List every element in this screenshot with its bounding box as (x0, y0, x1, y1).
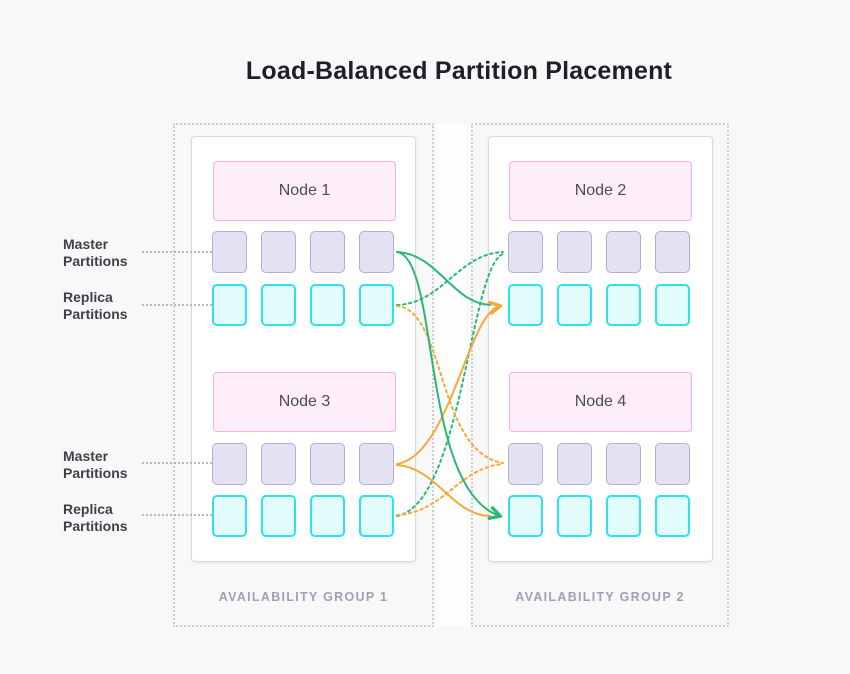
replica-partition-box (606, 495, 641, 537)
node2-header: Node 2 (509, 161, 692, 221)
node1-master-row (212, 231, 394, 273)
replica-partition-box (261, 495, 296, 537)
master-partition-box (655, 231, 690, 273)
label-node3-replica-partitions: Replica Partitions (63, 501, 128, 534)
replica-partition-box (359, 284, 394, 326)
master-partition-box (655, 443, 690, 485)
replica-partition-box (508, 495, 543, 537)
master-partition-box (261, 231, 296, 273)
master-partition-box (261, 443, 296, 485)
leader-line-node1-replica (142, 304, 212, 306)
leader-line-node1-master (142, 251, 212, 253)
replica-partition-box (557, 495, 592, 537)
replica-partition-box (212, 495, 247, 537)
leader-line-node3-replica (142, 514, 212, 516)
node1-replica-row (212, 284, 394, 326)
replica-partition-box (655, 495, 690, 537)
between-groups-band (433, 124, 472, 626)
master-partition-box (310, 231, 345, 273)
replica-partition-box (557, 284, 592, 326)
master-partition-box (310, 443, 345, 485)
replica-partition-box (359, 495, 394, 537)
master-partition-box (557, 443, 592, 485)
master-partition-box (606, 443, 641, 485)
diagram-title: Load-Balanced Partition Placement (245, 57, 673, 85)
label-node1-replica-partitions: Replica Partitions (63, 289, 128, 322)
availability-group-2-label: AVAILABILITY GROUP 2 (515, 590, 685, 604)
replica-partition-box (310, 495, 345, 537)
node3-header: Node 3 (213, 372, 396, 432)
node2-replica-row (508, 284, 690, 326)
node3-name: Node 3 (278, 393, 331, 410)
replica-partition-box (212, 284, 247, 326)
node1-header: Node 1 (213, 161, 396, 221)
master-partition-box (212, 231, 247, 273)
node3-master-row (212, 443, 394, 485)
leader-line-node3-master (142, 462, 212, 464)
node1-name: Node 1 (278, 182, 331, 199)
master-partition-box (212, 443, 247, 485)
availability-group-1-label: AVAILABILITY GROUP 1 (218, 590, 389, 604)
replica-partition-box (606, 284, 641, 326)
master-partition-box (508, 443, 543, 485)
master-partition-box (359, 231, 394, 273)
node4-name: Node 4 (574, 393, 627, 410)
node4-header: Node 4 (509, 372, 692, 432)
master-partition-box (606, 231, 641, 273)
replica-partition-box (655, 284, 690, 326)
replica-partition-box (310, 284, 345, 326)
node3-replica-row (212, 495, 394, 537)
node4-master-row (508, 443, 690, 485)
replica-partition-box (508, 284, 543, 326)
master-partition-box (557, 231, 592, 273)
label-node1-master-partitions: Master Partitions (63, 236, 128, 269)
label-node3-master-partitions: Master Partitions (63, 448, 128, 481)
master-partition-box (359, 443, 394, 485)
node2-master-row (508, 231, 690, 273)
master-partition-box (508, 231, 543, 273)
node4-replica-row (508, 495, 690, 537)
node2-name: Node 2 (574, 182, 627, 199)
replica-partition-box (261, 284, 296, 326)
